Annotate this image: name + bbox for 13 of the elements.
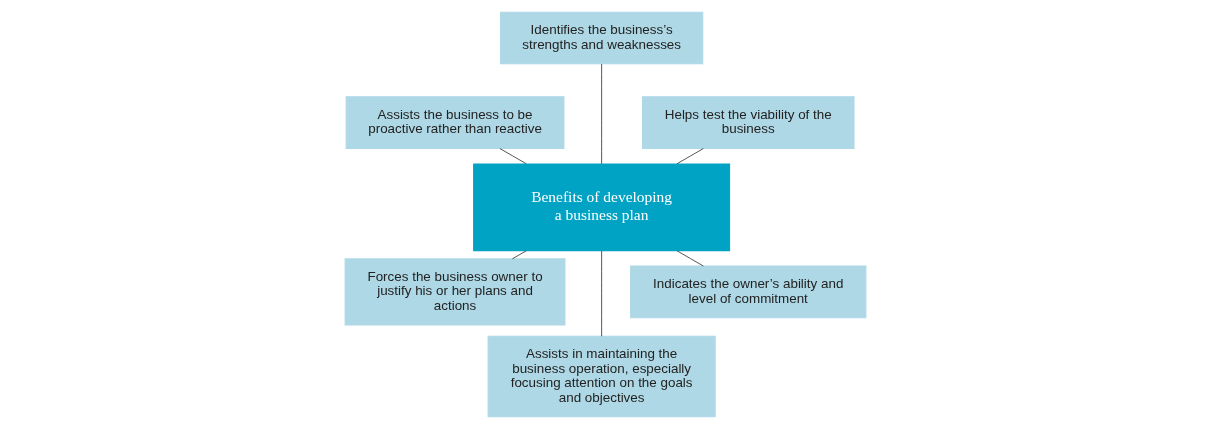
node-box: Helps test the viability of the business	[641, 96, 855, 149]
node-box: Assists in maintaining the business operation, especially focusing attention on the goals and objectives	[487, 335, 716, 418]
node-box: Benefits of developing a business plan	[473, 163, 731, 252]
connector	[512, 250, 527, 260]
node-box: Assists the business to be proactive rather than reactive	[345, 96, 565, 149]
node-box: Indicates the owner’s ability and level of commitment	[630, 265, 867, 319]
node-box: Identifies the business’s strengths and weaknesses	[499, 11, 704, 65]
node-box: Forces the business owner to justify his or her plans and actions	[344, 258, 566, 326]
connector	[601, 63, 603, 165]
connector	[499, 148, 527, 165]
connector	[676, 148, 704, 165]
connector	[601, 250, 603, 337]
connector	[676, 250, 704, 267]
